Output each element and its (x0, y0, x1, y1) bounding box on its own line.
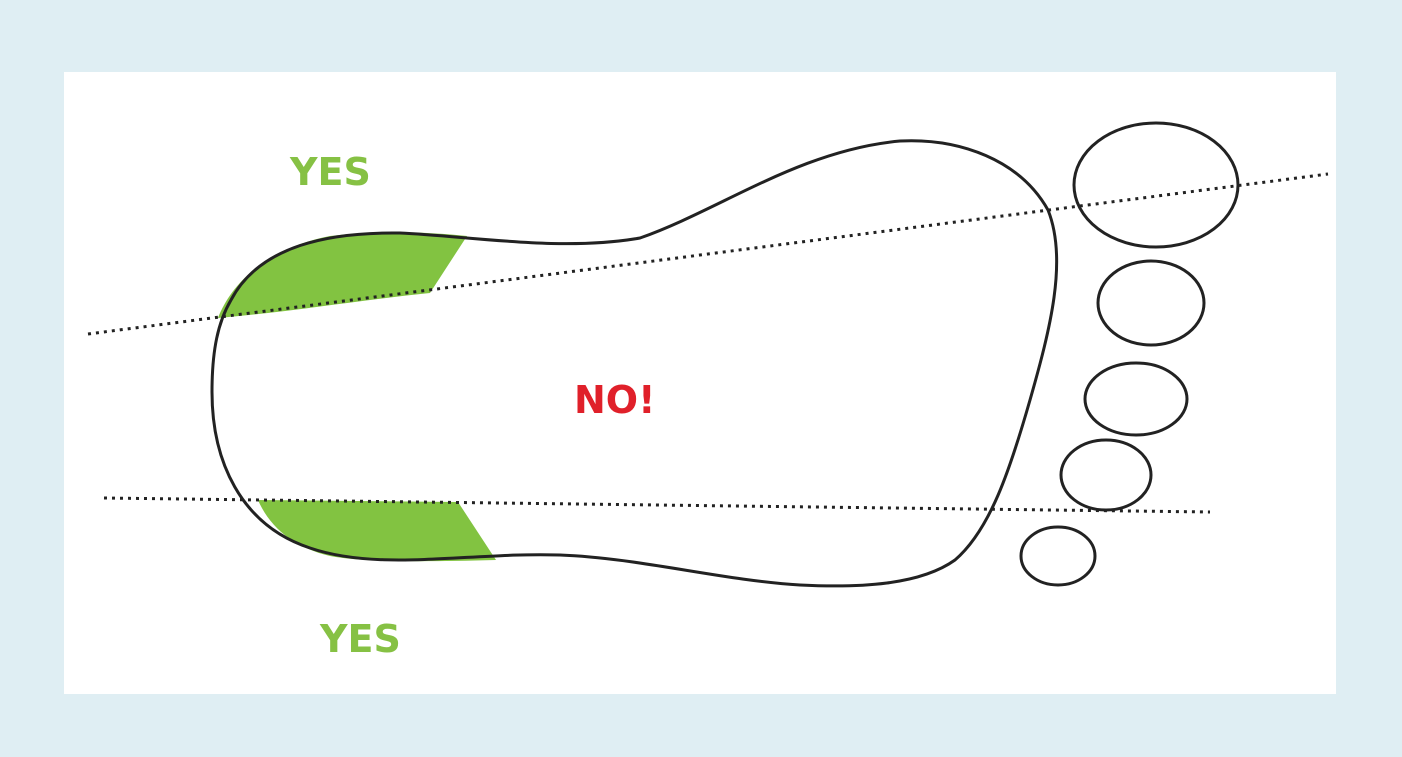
no-label: NO! (574, 378, 655, 422)
second-toe (1096, 259, 1206, 347)
third-toe (1083, 361, 1189, 437)
lower-dotted-line (103, 496, 1211, 514)
foot-outline (210, 139, 1059, 588)
bottom-yes-zone (258, 500, 496, 562)
big-toe (1072, 121, 1240, 249)
little-toe (1019, 525, 1097, 587)
top-yes-label: YES (289, 150, 371, 194)
diagram-panel (64, 72, 1336, 694)
upper-dotted-line (87, 172, 1329, 336)
top-yes-zone (218, 232, 467, 318)
bottom-yes-label: YES (319, 617, 401, 661)
fourth-toe (1059, 438, 1153, 512)
